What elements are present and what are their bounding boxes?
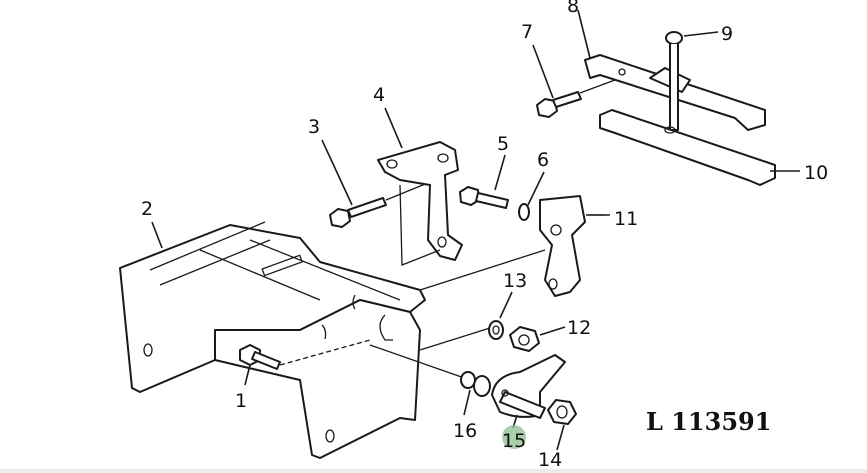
part-label-4: 4 [373,84,385,106]
nut-part-14 [547,399,577,425]
main-bracket-part-2 [119,221,426,459]
part-label-10: 10 [804,162,828,184]
part-label-1: 1 [235,390,247,412]
part-label-14: 14 [538,449,562,471]
plate-bracket-part-4 [377,141,463,266]
part-label-3: 3 [308,116,320,138]
washer-part-6 [518,203,530,221]
alignment-line [369,344,471,381]
lever-bracket-part-11 [539,195,605,297]
part-label-6: 6 [537,149,549,171]
lower-bar-part-10 [599,109,776,186]
part-label-5: 5 [497,133,509,155]
part-label-13: 13 [503,270,527,292]
cursor-highlight [502,425,526,449]
alignment-line [419,327,491,351]
part-label-8: 8 [567,0,579,17]
part-label-9: 9 [721,23,733,45]
bottom-edge-bar [0,469,867,473]
part-label-16: 16 [453,420,477,442]
part-label-7: 7 [521,21,533,43]
reference-code: L 113591 [646,407,771,436]
bushing-part-16 [460,371,491,397]
washer-part-13 [488,320,504,340]
alignment-line [419,249,546,291]
bolt-part-5 [459,186,509,209]
part-label-15: 15 [502,430,526,452]
bolt-part-7 [536,79,616,118]
part-label-2: 2 [141,198,153,220]
lever-part-15 [491,354,566,419]
part-label-11: 11 [614,208,638,230]
bolt-part-1 [239,339,371,370]
leader-lines [151,9,800,451]
nut-part-12 [509,326,540,352]
bolt-part-3 [329,179,436,228]
part-label-12: 12 [567,317,591,339]
